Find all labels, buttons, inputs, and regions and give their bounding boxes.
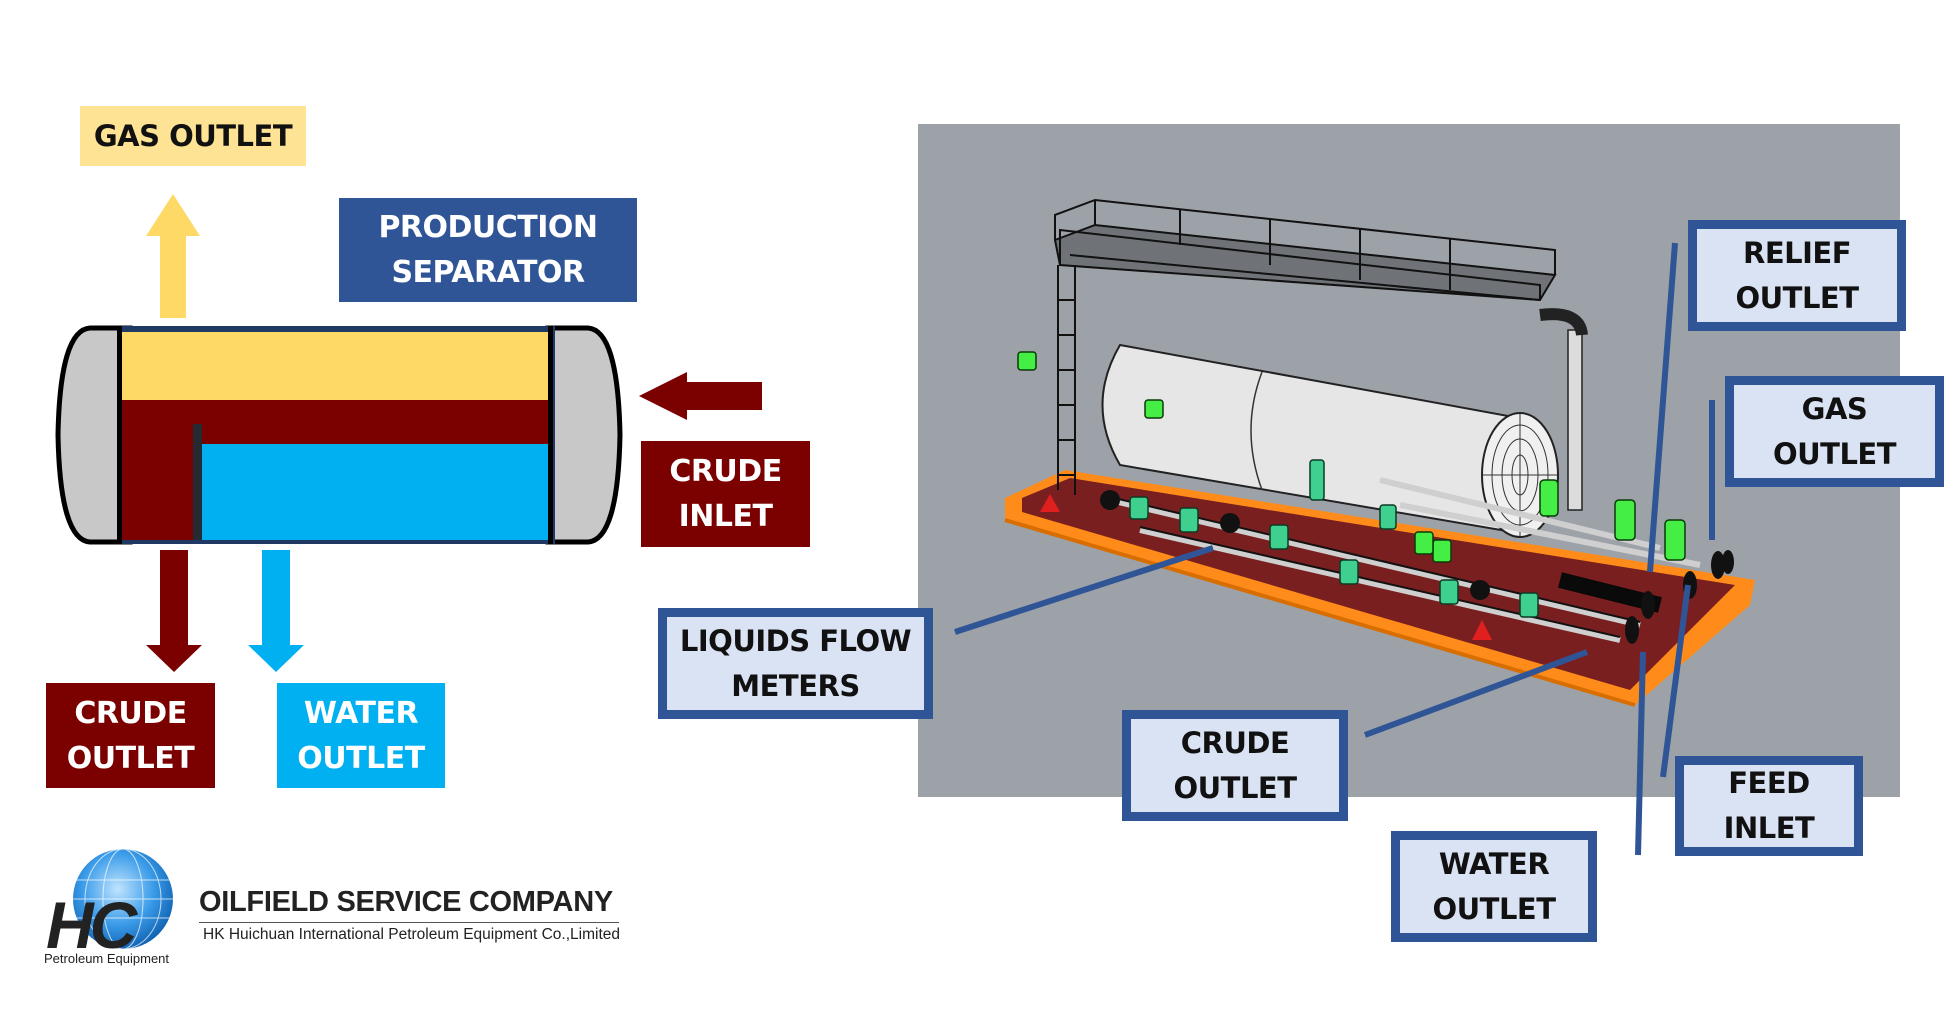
gas-callout-line-2: OUTLET [1772,436,1897,471]
callout-liquids-flow-meters: LIQUIDS FLOW METERS [658,608,933,719]
vessel-left-cap [55,325,133,545]
logo-subtitle: Petroleum Equipment [44,951,170,966]
crude-inlet-line-1: CRUDE [669,454,782,489]
callout-crude-outlet: CRUDE OUTLET [1122,710,1348,821]
water-outlet-line-1: WATER [303,695,419,731]
gas-outlet-label: GAS OUTLET [80,106,306,166]
company-name: OILFIELD SERVICE COMPANY [199,886,613,918]
globe-grid [73,848,173,950]
callout-relief-outlet: RELIEF OUTLET [1688,220,1906,331]
leader-relief-outlet [1647,242,1678,573]
gas-callout-line-1: GAS [1801,391,1868,426]
feed-callout-line-2: INLET [1723,811,1815,845]
ladder [1057,265,1076,495]
company-full-name: HK Huichuan International Petroleum Equi… [203,926,621,943]
crude-outlet-line-1: CRUDE [74,695,187,731]
crude-inlet-arrow-shape [639,372,762,420]
gas-pipe-elbow [1539,308,1588,337]
leader-water-outlet [1635,651,1646,856]
feed-callout-line-1: FEED [1728,766,1810,800]
gas-outlet-text: GAS OUTLET [93,118,293,153]
leader-liquids-flow [954,545,1214,635]
water-outlet-arrow [248,550,304,672]
platform-railing [1054,198,1556,301]
vessel-right-cap [545,325,623,545]
callout-gas-outlet: GAS OUTLET [1725,376,1944,487]
callout-feed-inlet: FEED INLET [1675,756,1863,856]
water-callout-line-1: WATER [1438,846,1550,881]
crude-callout-line-1: CRUDE [1180,725,1290,760]
crude-outlet-line-2: OUTLET [66,740,195,776]
liquids-line-1: LIQUIDS FLOW [679,623,912,658]
weir-baffle [193,424,202,540]
leader-feed-inlet [1660,584,1691,778]
crude-outlet-arrow [146,550,202,672]
hazard-marker [1472,620,1492,640]
liquids-line-2: METERS [731,668,860,703]
vessel-right-wall [548,326,553,544]
production-separator-title: PRODUCTION SEPARATOR [339,198,637,302]
valves [1129,459,1539,618]
crude-outlet-label: CRUDE OUTLET [46,683,215,788]
hazard-marker [1040,494,1060,512]
water-outlet-line-2: OUTLET [297,740,425,776]
water-outlet-label: WATER OUTLET [277,683,445,788]
flanges [1100,490,1734,644]
gas-outlet-arrow [146,194,200,318]
company-name-divider [199,922,619,923]
logo-letters: HC [46,888,139,962]
bright-valves [1017,351,1686,563]
relief-callout-line-1: RELIEF [1742,235,1852,270]
callout-water-outlet: WATER OUTLET [1391,831,1597,942]
crude-inlet-label: CRUDE INLET [641,441,810,547]
leader-crude-outlet [1363,649,1589,738]
vessel-left-wall [117,326,122,544]
title-line-2: SEPARATOR [391,255,585,290]
title-line-1: PRODUCTION [378,210,598,245]
vessel-seam [1250,371,1263,491]
crude-callout-line-2: OUTLET [1173,770,1297,805]
water-callout-line-2: OUTLET [1432,891,1556,926]
gas-zone [120,332,548,400]
crude-inlet-line-2: INLET [678,499,773,534]
relief-callout-line-2: OUTLET [1735,280,1859,315]
water-zone [202,444,548,540]
